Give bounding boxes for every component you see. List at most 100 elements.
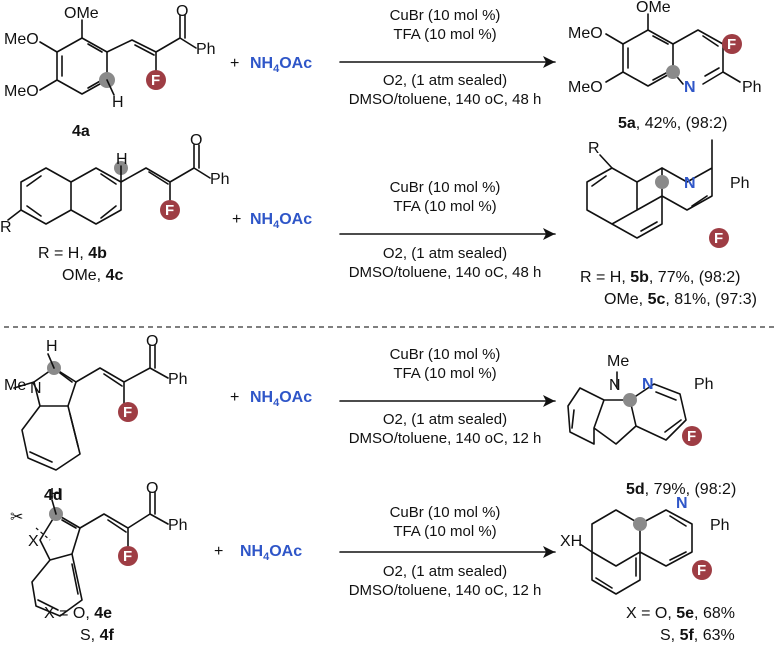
- sub-r: R: [588, 140, 600, 157]
- sub-xh: XH: [560, 533, 582, 550]
- reagent-nh4oac: NH4OAc: [240, 543, 302, 563]
- sub-meo-1: MeO: [4, 31, 39, 48]
- compound-label-4b: R = H, 4b: [38, 245, 107, 262]
- sub-h: H: [116, 151, 128, 168]
- reactant-4d: F H Me N O Ph 4d: [4, 333, 188, 504]
- sub-ph: Ph: [210, 171, 230, 188]
- fluorine-label: F: [123, 548, 132, 565]
- condition-solvent: DMSO/toluene, 140 oC, 12 h: [349, 582, 542, 599]
- plus-sign: +: [232, 211, 241, 228]
- reactant-4e: ✂ F H X O Ph X = O, 4e S, 4f: [10, 480, 188, 644]
- sub-h: H: [50, 486, 62, 503]
- compound-label-5b: R = H, 5b, 77%, (98:2): [580, 269, 741, 286]
- product-5b: F R N Ph R = H, 5b, 77%, (98:2) OMe, 5c,…: [580, 139, 757, 308]
- condition-oxidant: O2, (1 atm sealed): [383, 411, 507, 428]
- scissors-icon: ✂: [10, 509, 23, 526]
- reactant-4b: F H R O Ph R = H, 4b OMe, 4c: [0, 132, 230, 284]
- fluorine-circle: [160, 200, 180, 220]
- product-5a: F OMe MeO MeO N Ph 5a, 42%, (98:2): [568, 0, 762, 132]
- sub-ph: Ph: [742, 79, 762, 96]
- compound-label-4d: 4d: [44, 487, 63, 504]
- fluorine-circle: [709, 228, 729, 248]
- condition-solvent: DMSO/toluene, 140 oC, 12 h: [349, 430, 542, 447]
- reagent-nh4oac: NH4OAc: [250, 55, 312, 75]
- ring-fusion-highlight: [666, 65, 680, 79]
- product-5e: F XH N Ph X = O, 5e, 68% S, 5f, 63%: [560, 495, 735, 644]
- reagent-nh4oac: NH4OAc: [250, 211, 312, 231]
- compound-label-5d: 5d, 79%, (98:2): [626, 481, 736, 498]
- ring-nitrogen: N: [676, 495, 688, 512]
- reactant-4a: F OMe MeO MeO H O Ph 4a: [4, 3, 216, 140]
- fluorine-label: F: [687, 428, 696, 445]
- condition-catalyst: CuBr (10 mol %): [390, 179, 501, 196]
- plus-sign: +: [230, 389, 239, 406]
- sub-h: H: [112, 94, 124, 111]
- sub-me: Me: [607, 353, 629, 370]
- sub-ome: OMe: [636, 0, 671, 16]
- sub-ph: Ph: [168, 517, 188, 534]
- oxygen: O: [176, 3, 188, 20]
- fluorine-label: F: [165, 202, 174, 219]
- sub-meo-2: MeO: [568, 79, 603, 96]
- sub-me: Me: [4, 377, 26, 394]
- fluorine-label: F: [123, 404, 132, 421]
- condition-acid: TFA (10 mol %): [393, 523, 496, 540]
- condition-acid: TFA (10 mol %): [393, 365, 496, 382]
- fluorine-circle: [682, 426, 702, 446]
- fluorine-circle: [118, 546, 138, 566]
- row-4: ✂ F H X O Ph X = O, 4e S, 4f + NH4OAc Cu…: [10, 480, 735, 644]
- condition-catalyst: CuBr (10 mol %): [390, 504, 501, 521]
- sub-meo-2: MeO: [4, 83, 39, 100]
- compound-label-4c: OMe, 4c: [62, 267, 123, 284]
- row-3: F H Me N O Ph 4d + NH4OAc CuBr (10 mol %…: [4, 333, 736, 504]
- compound-label-5e: X = O, 5e, 68%: [626, 605, 735, 622]
- sub-ph: Ph: [730, 175, 750, 192]
- reagent-nh4oac: NH4OAc: [250, 389, 312, 409]
- sub-ph: Ph: [710, 517, 730, 534]
- sub-ome: OMe: [64, 5, 99, 22]
- condition-acid: TFA (10 mol %): [393, 198, 496, 215]
- fluorine-label: F: [727, 36, 736, 53]
- compound-label-4a: 4a: [72, 123, 90, 140]
- oxygen: O: [146, 480, 158, 497]
- oxygen: O: [190, 132, 202, 149]
- arrow-head: [543, 395, 555, 407]
- indole-nitrogen: N: [609, 377, 621, 394]
- compound-label-5a: 5a, 42%, (98:2): [618, 115, 727, 132]
- condition-oxidant: O2, (1 atm sealed): [383, 245, 507, 262]
- sub-meo-1: MeO: [568, 25, 603, 42]
- arrow-head: [543, 228, 555, 240]
- condition-solvent: DMSO/toluene, 140 oC, 48 h: [349, 91, 542, 108]
- compound-label-5f: S, 5f, 63%: [660, 627, 735, 644]
- ring-nitrogen: N: [684, 79, 696, 96]
- ring-nitrogen: N: [684, 175, 696, 192]
- product-5d: F Me N N Ph 5d, 79%, (98:2): [567, 353, 736, 498]
- fluorine-label: F: [151, 72, 160, 89]
- plus-sign: +: [230, 55, 239, 72]
- condition-oxidant: O2, (1 atm sealed): [383, 563, 507, 580]
- compound-label-5c: OMe, 5c, 81%, (97:3): [604, 291, 757, 308]
- fluorine-circle: [146, 70, 166, 90]
- plus-sign: +: [214, 543, 223, 560]
- ring-nitrogen: N: [30, 380, 42, 397]
- sub-r: R: [0, 219, 12, 236]
- row-2: F H R O Ph R = H, 4b OMe, 4c + NH4OAc Cu…: [0, 132, 757, 308]
- fluorine-label: F: [714, 230, 723, 247]
- oxygen: O: [146, 333, 158, 350]
- fluorine-circle: [692, 560, 712, 580]
- arrow-head: [543, 56, 555, 68]
- ring-nitrogen: N: [642, 376, 654, 393]
- fluorine-circle: [722, 34, 742, 54]
- sub-ph: Ph: [196, 41, 216, 58]
- condition-catalyst: CuBr (10 mol %): [390, 346, 501, 363]
- sub-h: H: [46, 338, 58, 355]
- sub-ph: Ph: [168, 371, 188, 388]
- sub-ph: Ph: [694, 376, 714, 393]
- ring-fusion-highlight: [623, 393, 637, 407]
- ring-fusion-highlight: [655, 175, 669, 189]
- fluorine-circle: [118, 402, 138, 422]
- ring-fusion-highlight: [633, 517, 647, 531]
- heteroatom-x: X: [28, 533, 39, 550]
- condition-oxidant: O2, (1 atm sealed): [383, 72, 507, 89]
